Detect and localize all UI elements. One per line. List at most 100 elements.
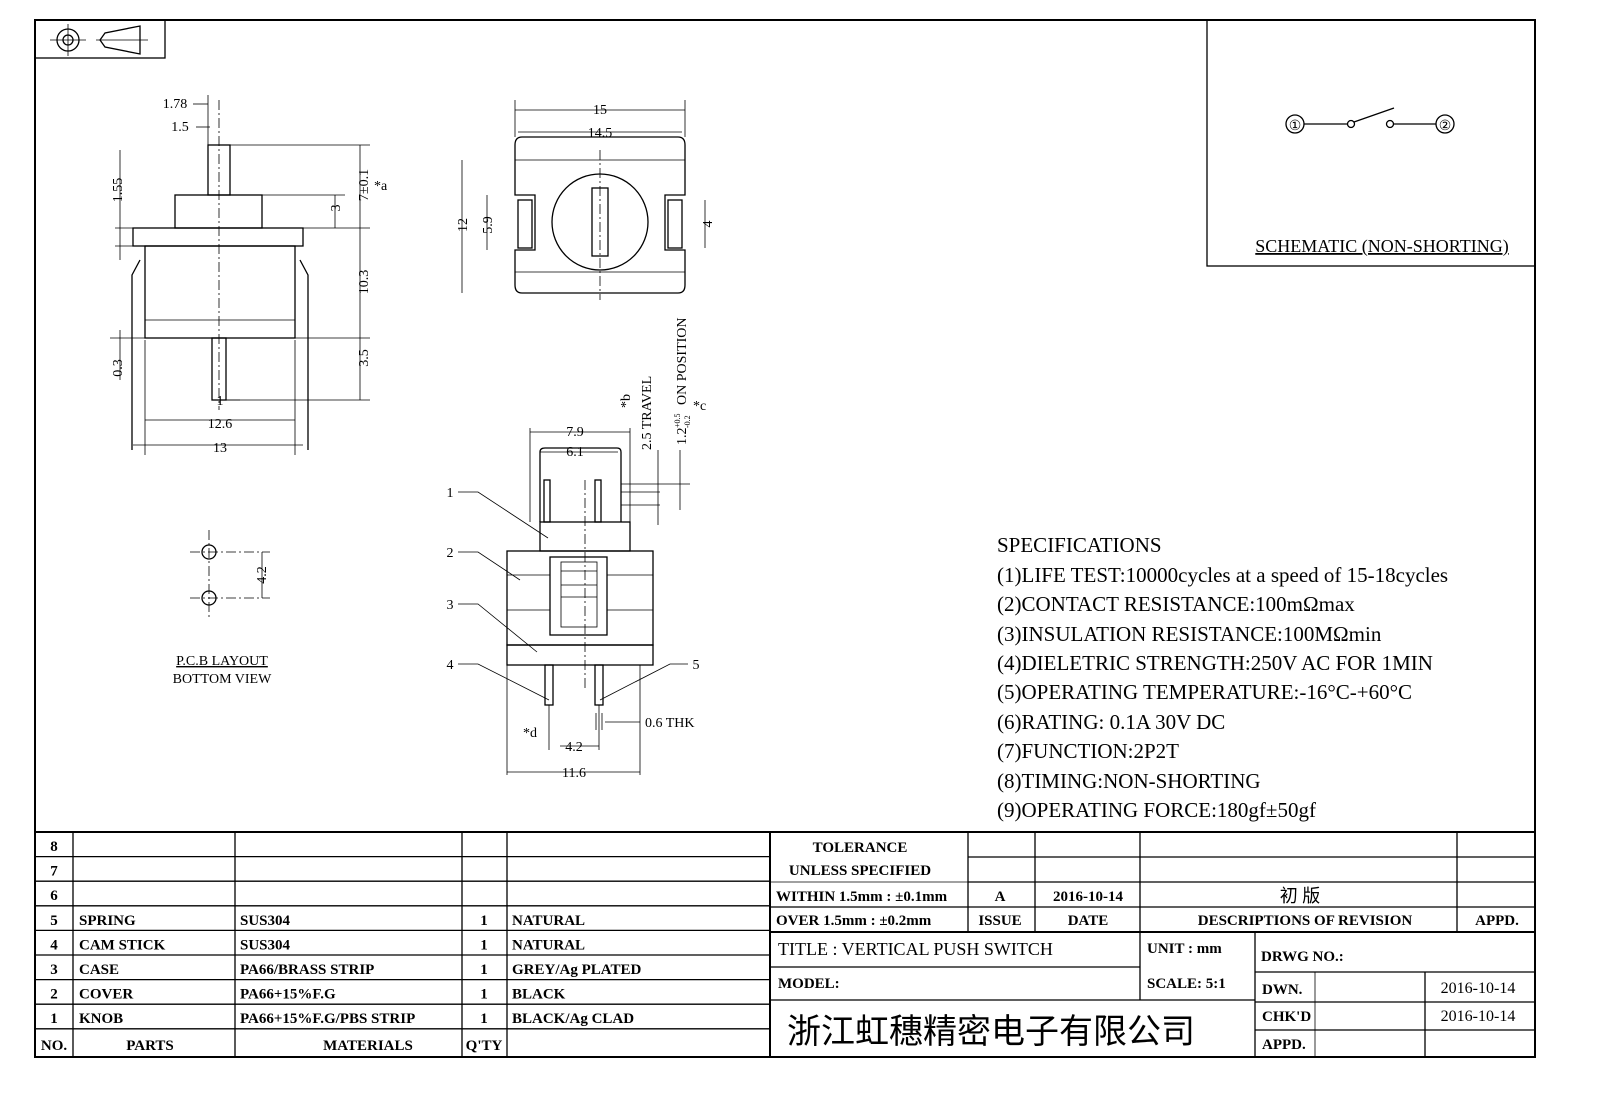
cell-finish: NATURAL	[512, 937, 585, 953]
cell-finish: BLACK/Ag CLAD	[512, 1011, 634, 1027]
cell-part: KNOB	[79, 1011, 123, 1027]
thickness-label: 0.6 THK	[645, 716, 695, 731]
spec-item: (1)LIFE TEST:10000cycles at a speed of 1…	[997, 563, 1448, 587]
cell-part: COVER	[79, 987, 133, 1003]
header-appd: APPD.	[1475, 913, 1519, 929]
dim-label: 4.2	[255, 566, 270, 584]
cell-material: PA66+15%F.G/PBS STRIP	[240, 1011, 415, 1027]
cell-material: PA66/BRASS STRIP	[240, 962, 374, 978]
dim-label: 10.3	[357, 270, 372, 295]
tolerance-subtitle: UNLESS SPECIFIED	[789, 863, 931, 879]
tolerance-plus: +0.5	[673, 413, 682, 428]
cell-finish: GREY/Ag PLATED	[512, 962, 641, 978]
approved-label: APPD.	[1262, 1037, 1306, 1053]
cell-no: 3	[50, 962, 58, 978]
dim-label: 1	[217, 394, 224, 409]
terminal-2-label: ②	[1439, 119, 1452, 134]
callout-5: 5	[693, 658, 700, 673]
specifications-title: SPECIFICATIONS	[997, 533, 1162, 557]
cell-qty: 1	[480, 962, 488, 978]
cell-material: SUS304	[240, 913, 291, 929]
spec-item: (3)INSULATION RESISTANCE:100MΩmin	[997, 622, 1382, 646]
schematic-panel: ① ② SCHEMATIC (NON-SHORTING)	[1206, 19, 1536, 267]
cell-no: 4	[50, 937, 58, 953]
cell-no: 1	[50, 1011, 58, 1027]
header-qty: Q'TY	[466, 1038, 503, 1054]
revision-date: 2016-10-14	[1053, 889, 1123, 905]
cell-finish: NATURAL	[512, 913, 585, 929]
dim-label: 12	[456, 218, 471, 232]
checked-label: CHK'D	[1262, 1009, 1311, 1025]
spec-item: (4)DIELETRIC STRENGTH:250V AC FOR 1MIN	[997, 651, 1433, 675]
cell-material: PA66+15%F.G	[240, 987, 336, 1003]
cell-no: 5	[50, 913, 58, 929]
header-issue: ISSUE	[978, 913, 1021, 929]
tolerance-over: OVER 1.5mm : ±0.2mm	[776, 913, 932, 929]
schematic-label: SCHEMATIC (NON-SHORTING)	[1255, 236, 1508, 257]
pcb-layout-title: P.C.B LAYOUT	[176, 654, 268, 669]
tolerance-within: WITHIN 1.5mm : ±0.1mm	[776, 889, 948, 905]
dim-label: 6.1	[566, 445, 584, 460]
cell-material: SUS304	[240, 937, 291, 953]
note-marker: *c	[693, 399, 706, 414]
title-block: TOLERANCE UNLESS SPECIFIED WITHIN 1.5mm …	[770, 832, 1535, 1057]
front-view: 1 2 3 4 5 7.9 6.1 *b 2.5 TRAVEL 1.2 +0.5…	[447, 318, 707, 782]
cell-qty: 1	[480, 913, 488, 929]
dim-label: 4	[701, 221, 716, 228]
first-angle-projection-icon	[34, 19, 166, 59]
dim-label: 4.2	[565, 740, 583, 755]
spec-item: (6)RATING: 0.1A 30V DC	[997, 710, 1225, 734]
cell-part: SPRING	[79, 913, 136, 929]
drawing-number-label: DRWG NO.:	[1261, 949, 1344, 965]
dim-label: 1.55	[111, 178, 126, 203]
dim-label: 7±0.1	[357, 169, 372, 201]
dim-label: 1.5	[171, 120, 189, 135]
top-view: 15 14.5 12 5.9 4	[456, 100, 716, 300]
dim-label: 14.5	[588, 126, 613, 141]
note-marker: *b	[619, 394, 634, 408]
table-row: 3 CASE PA66/BRASS STRIP 1 GREY/Ag PLATED	[50, 962, 641, 978]
spec-item: (5)OPERATING TEMPERATURE:-16°C-+60°C	[997, 680, 1412, 704]
model-label: MODEL:	[778, 976, 840, 992]
dim-label: 3.5	[357, 349, 372, 367]
dim-label: 11.6	[562, 766, 586, 781]
dim-label: 12.6	[208, 417, 233, 432]
dim-label: 3	[329, 205, 344, 212]
note-marker: *a	[374, 179, 388, 194]
cell-no: 7	[50, 864, 58, 880]
cell-finish: BLACK	[512, 987, 566, 1003]
specifications: SPECIFICATIONS (1)LIFE TEST:10000cycles …	[997, 533, 1448, 822]
cell-no: 6	[50, 888, 58, 904]
header-no: NO.	[41, 1038, 68, 1054]
cell-no: 2	[50, 987, 58, 1003]
pcb-layout-subtitle: BOTTOM VIEW	[173, 672, 272, 687]
revision-description: 初 版	[1280, 886, 1321, 906]
header-parts: PARTS	[126, 1038, 174, 1054]
scale-label: SCALE: 5:1	[1147, 976, 1226, 992]
callout-4: 4	[447, 658, 454, 673]
drawing-title: TITLE : VERTICAL PUSH SWITCH	[778, 939, 1053, 959]
spec-item: (2)CONTACT RESISTANCE:100mΩmax	[997, 592, 1355, 616]
note-marker: *d	[523, 726, 537, 741]
spec-item: (7)FUNCTION:2P2T	[997, 739, 1179, 763]
on-position-label: ON POSITION	[675, 318, 690, 406]
dim-label: 5.9	[481, 216, 496, 234]
company-name: 浙江虹穗精密电子有限公司	[787, 1012, 1195, 1052]
unit-label: UNIT : mm	[1147, 941, 1222, 957]
cell-part: CAM STICK	[79, 937, 166, 953]
dim-label: 7.9	[566, 425, 584, 440]
table-row: 7	[50, 864, 58, 880]
callout-2: 2	[447, 546, 454, 561]
callout-3: 3	[447, 598, 454, 613]
table-row: 5 SPRING SUS304 1 NATURAL	[50, 913, 585, 929]
spec-item: (9)OPERATING FORCE:180gf±50gf	[997, 798, 1316, 822]
dim-label: 13	[213, 441, 227, 456]
side-view: 1.78 1.5 1.55 3 7±0.1 *a 10.3 0.3 3.5 1 …	[110, 95, 388, 456]
cell-part: CASE	[79, 962, 119, 978]
drawn-label: DWN.	[1262, 982, 1303, 998]
travel-label: 2.5 TRAVEL	[640, 376, 655, 450]
tolerance-minus: -0.2	[683, 415, 692, 428]
checked-date: 2016-10-14	[1441, 1008, 1516, 1025]
